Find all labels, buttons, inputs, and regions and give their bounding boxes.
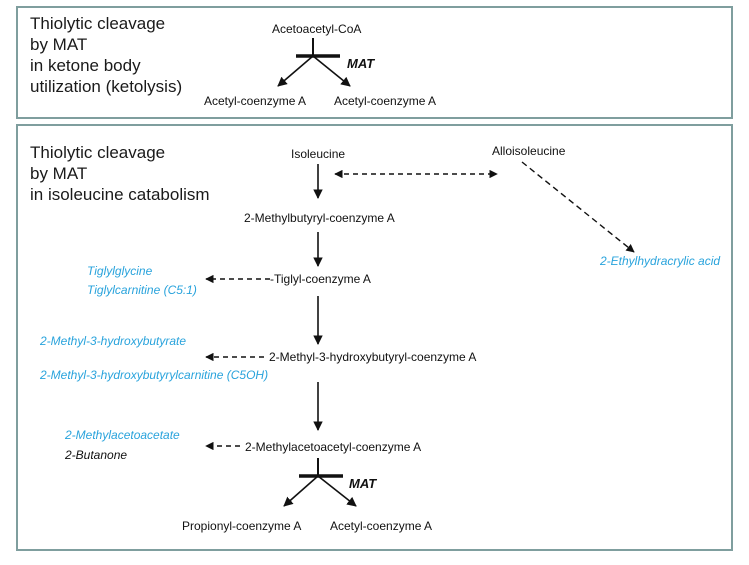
ketolysis-heading: Thiolytic cleavage by MAT in ketone body…: [30, 13, 182, 97]
tiglyl-coa-label: -Tiglyl-coenzyme A: [270, 272, 371, 286]
top-arrow-right: [312, 55, 351, 87]
acetyl-coa-right-label: Acetyl-coenzyme A: [334, 94, 437, 108]
heading-line: in ketone body: [30, 56, 141, 75]
heading-line: by MAT: [30, 164, 88, 183]
acetyl-coa-bottom-label: Acetyl-coenzyme A: [330, 519, 433, 533]
isoleucine-catabolism-panel: [16, 124, 733, 551]
methyl-hydroxybutyrate-label: 2-Methyl-3-hydroxybutyrate: [40, 334, 187, 348]
propionyl-coa-label: Propionyl-coenzyme A: [182, 519, 302, 533]
heading-line: Thiolytic cleavage: [30, 143, 166, 162]
acetoacetyl-coa-label: Acetoacetyl-CoA: [272, 22, 362, 36]
isoleucine-label: Isoleucine: [291, 147, 346, 161]
alloisoleucine-label: Alloisoleucine: [492, 144, 566, 158]
top-mat-label: MAT: [347, 56, 375, 71]
bottom-mat-label: MAT: [349, 476, 377, 491]
tiglylglycine-label: Tiglylglycine: [87, 264, 153, 278]
tiglylcarnitine-label: Tiglylcarnitine (C5:1): [87, 283, 197, 297]
methyl-hydroxybutyryl-coa-label: 2-Methyl-3-hydroxybutyryl-coenzyme A: [269, 350, 477, 364]
acetyl-coa-left-label: Acetyl-coenzyme A: [204, 94, 307, 108]
ketolysis-panel: [16, 6, 733, 119]
isoleucine-heading: Thiolytic cleavage by MAT in isoleucine …: [30, 142, 210, 205]
heading-line: in isoleucine catabolism: [30, 185, 210, 204]
top-arrow-left: [277, 55, 314, 87]
ethylhydracrylic-acid-label: 2-Ethylhydracrylic acid: [600, 254, 721, 268]
methylacetoacetyl-coa-label: 2-Methylacetoacetyl-coenzyme A: [245, 440, 422, 454]
bottom-arrow-left: [283, 475, 319, 507]
methyl-hydroxybutyrylcarnitine-label: 2-Methyl-3-hydroxybutyrylcarnitine (C5OH…: [40, 368, 269, 382]
methylbutyryl-coa-label: 2-Methylbutyryl-coenzyme A: [244, 211, 395, 225]
arrow-alloisoleucine-to-ethylhydracrylic: [521, 161, 635, 253]
butanone-label: 2-Butanone: [65, 448, 128, 462]
heading-line: Thiolytic cleavage: [30, 14, 166, 33]
heading-line: utilization (ketolysis): [30, 77, 183, 96]
heading-line: by MAT: [30, 35, 88, 54]
bottom-arrow-right: [317, 475, 357, 507]
methylacetoacetate-label: 2-Methylacetoacetate: [65, 428, 180, 442]
